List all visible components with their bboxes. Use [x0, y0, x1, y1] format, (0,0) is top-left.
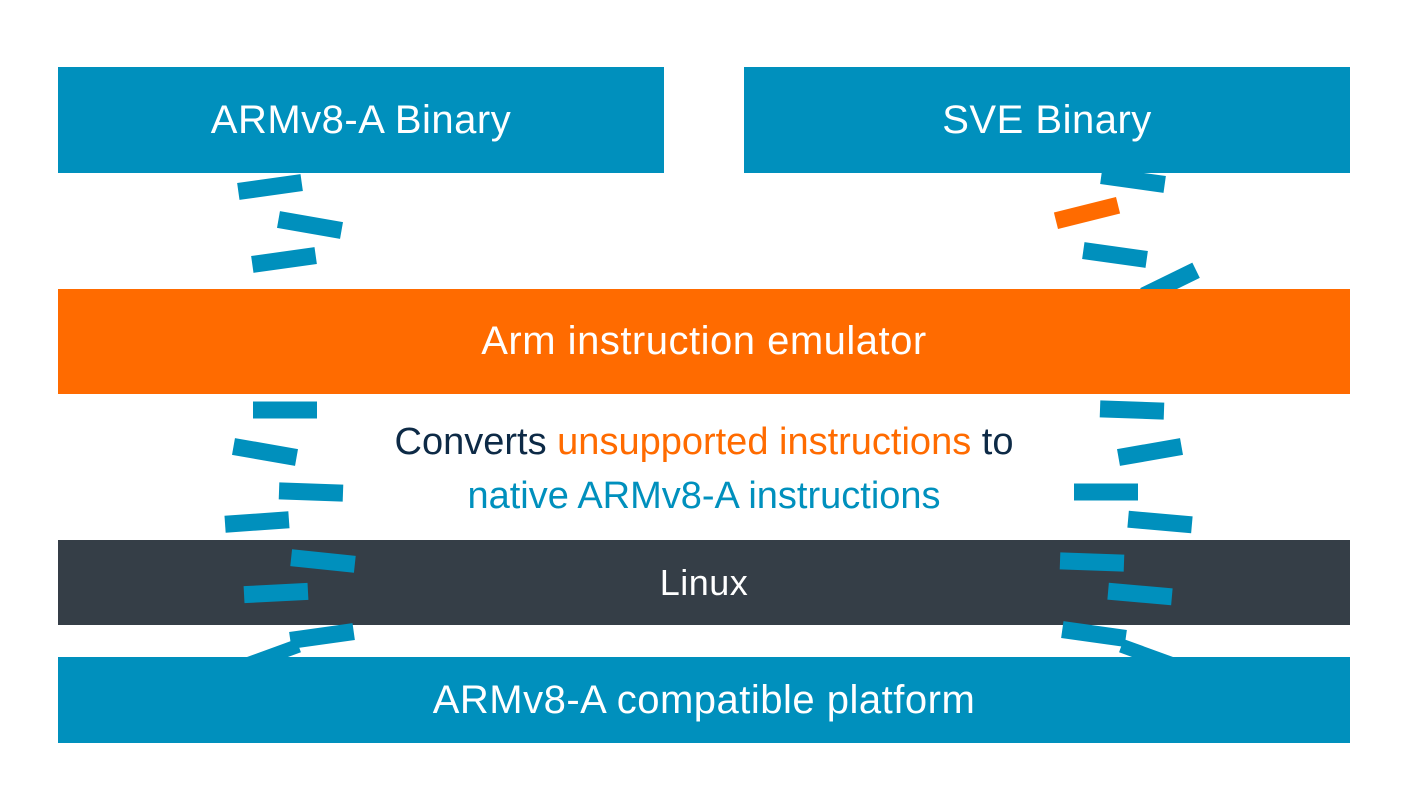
armv8-binary-box: ARMv8-A Binary — [58, 67, 664, 173]
caption-to: to — [971, 421, 1014, 463]
caption-line-1: Converts unsupported instructions to — [300, 415, 1108, 469]
sve-binary-label: SVE Binary — [942, 97, 1152, 142]
linux-box: Linux — [58, 540, 1350, 625]
instruction-dash — [1117, 438, 1183, 466]
platform-box: ARMv8-A compatible platform — [58, 657, 1350, 743]
instruction-dash — [1082, 242, 1148, 268]
instruction-dash — [278, 482, 344, 502]
instruction-dash — [237, 174, 303, 200]
instruction-dash — [1127, 510, 1193, 534]
platform-label: ARMv8-A compatible platform — [432, 677, 976, 722]
instruction-dash — [232, 438, 298, 466]
conversion-caption: Converts unsupported instructions to nat… — [300, 415, 1108, 523]
instruction-dash — [1074, 483, 1138, 501]
instruction-emulator-label: Arm instruction emulator — [481, 319, 927, 363]
caption-unsupported-instructions: unsupported instructions — [557, 421, 972, 463]
instruction-dash — [224, 511, 290, 533]
instruction-dash — [253, 401, 317, 419]
caption-converts: Converts — [394, 421, 558, 463]
instruction-dash — [1100, 167, 1166, 193]
armv8-binary-label: ARMv8-A Binary — [210, 97, 512, 142]
instruction-dash — [251, 247, 317, 273]
caption-native-instructions: native ARMv8-A instructions — [467, 475, 941, 517]
instruction-dash — [1099, 400, 1165, 420]
instruction-emulator-box: Arm instruction emulator — [58, 289, 1350, 394]
unsupported-instruction-dash — [1053, 197, 1121, 229]
instruction-dash — [277, 211, 343, 239]
sve-binary-box: SVE Binary — [744, 67, 1350, 173]
linux-label: Linux — [659, 561, 749, 603]
caption-line-2: native ARMv8-A instructions — [300, 469, 1108, 523]
